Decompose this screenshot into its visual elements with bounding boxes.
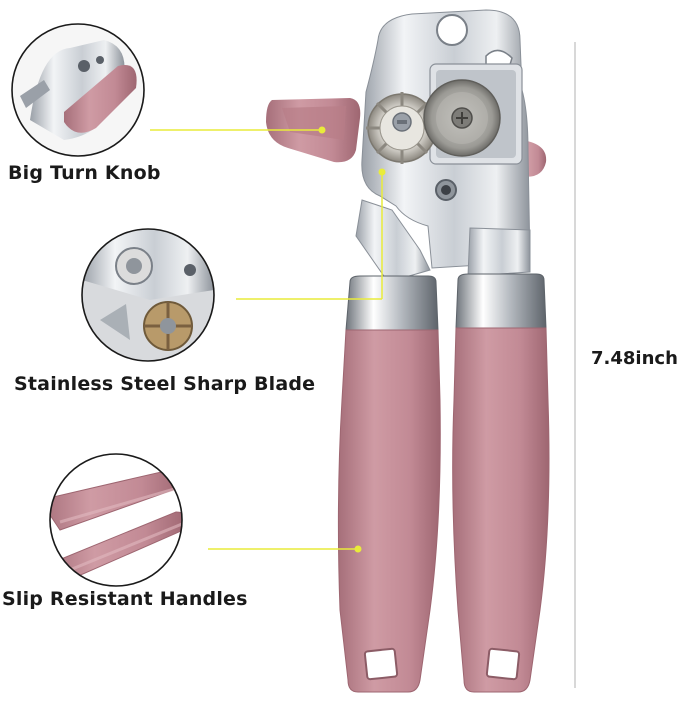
can-opener	[266, 9, 550, 693]
knob-detail-circle	[11, 23, 145, 157]
left-handle	[337, 329, 441, 693]
right-handle	[452, 327, 550, 693]
handle-feature-label: Slip Resistant Handles	[2, 588, 248, 610]
blade-detail-circle	[81, 228, 215, 362]
knob-feature-label: Big Turn Knob	[8, 162, 161, 184]
blade-feature-label: Stainless Steel Sharp Blade	[14, 373, 316, 395]
cutting-gear	[366, 92, 438, 164]
height-dimension-label: 7.48inch	[591, 348, 678, 369]
callout-lines	[150, 129, 383, 550]
blade-wheel	[423, 79, 501, 157]
handle-detail-circle	[49, 453, 183, 587]
